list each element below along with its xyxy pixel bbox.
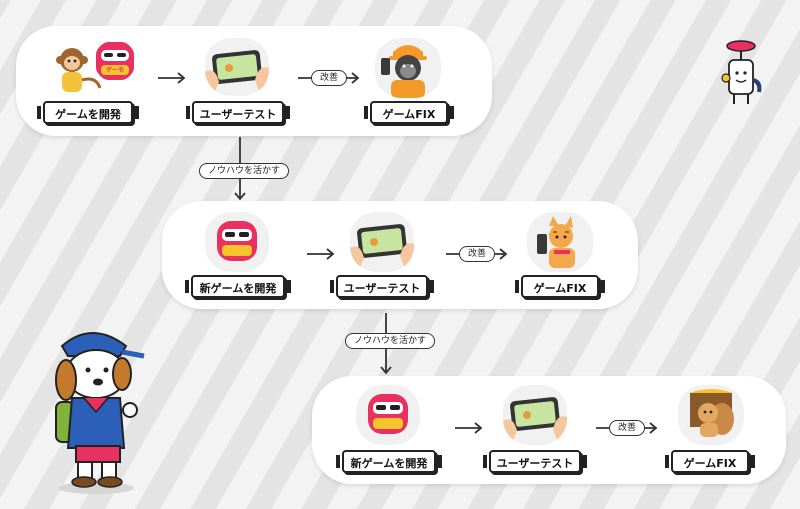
game-character-icon: ゲーモ — [94, 40, 136, 82]
row-3-arrow-1 — [455, 422, 483, 434]
propeller-robot-icon — [721, 40, 762, 104]
row-3-develop-label: 新ゲームを開発 — [336, 450, 442, 473]
row-1-test-label: ユーザーテスト — [186, 101, 290, 124]
row-1-develop-label: ゲームを開発 — [37, 101, 139, 124]
row-2-improve-pill: 改善 — [459, 246, 496, 262]
squirrel-icon — [678, 385, 744, 445]
connector-2-label: ノウハウを活かす — [345, 333, 436, 349]
row-3-fix-label: ゲームFIX — [665, 450, 755, 473]
row-3-improve-pill: 改善 — [609, 420, 646, 436]
row-2-fix-label: ゲームFIX — [515, 275, 605, 298]
dog-mascot-icon — [55, 332, 145, 494]
game-character-text: ゲーモ — [105, 67, 124, 74]
row-1-arrow-1 — [158, 72, 186, 84]
row-1-improve-pill: 改善 — [311, 70, 348, 86]
tablet-test-icon — [350, 212, 414, 272]
gorilla-icon — [375, 38, 441, 98]
game-character-icon — [356, 385, 420, 445]
row-3-test-label: ユーザーテスト — [483, 450, 587, 473]
tablet-test-icon — [503, 385, 567, 445]
monkey-icon — [44, 36, 108, 96]
row-2-develop-label: 新ゲームを開発 — [185, 275, 291, 298]
cat-icon — [527, 212, 593, 272]
row-2-test-label: ユーザーテスト — [330, 275, 434, 298]
connector-1-label: ノウハウを活かす — [199, 163, 290, 179]
row-1-fix-label: ゲームFIX — [364, 101, 454, 124]
row-2-arrow-1 — [307, 248, 335, 260]
game-character-icon — [205, 212, 269, 272]
tablet-test-icon — [205, 38, 269, 96]
